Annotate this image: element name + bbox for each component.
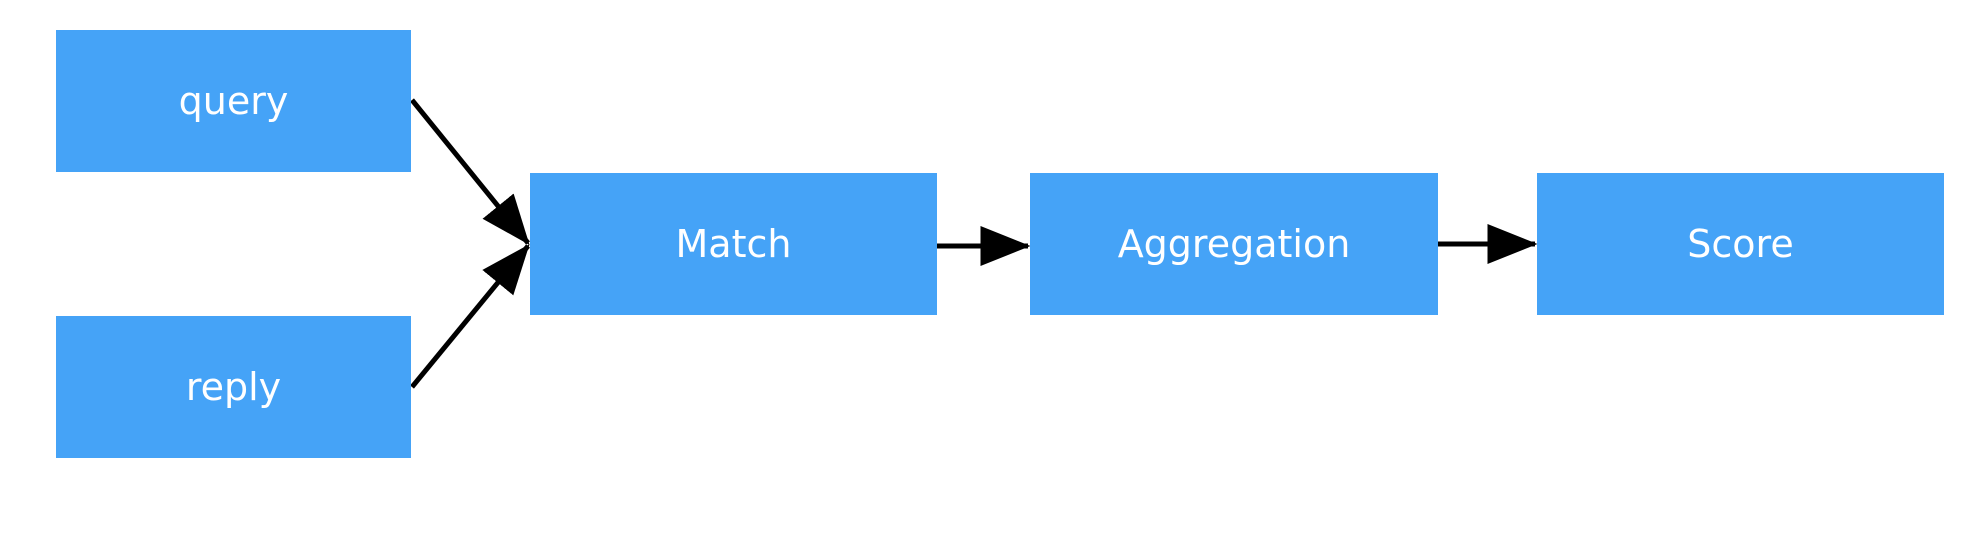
edge-query-to-match [410, 98, 530, 245]
node-aggregation-label: Aggregation [1117, 222, 1351, 266]
node-match-label: Match [675, 222, 792, 266]
node-match: Match [530, 173, 937, 315]
node-reply: reply [56, 316, 411, 458]
node-aggregation: Aggregation [1030, 173, 1438, 315]
node-query-label: query [178, 79, 289, 123]
node-query: query [56, 30, 411, 172]
node-score-label: Score [1687, 222, 1794, 266]
node-reply-label: reply [185, 365, 282, 409]
edge-reply-to-match [410, 244, 530, 389]
node-score: Score [1537, 173, 1944, 315]
